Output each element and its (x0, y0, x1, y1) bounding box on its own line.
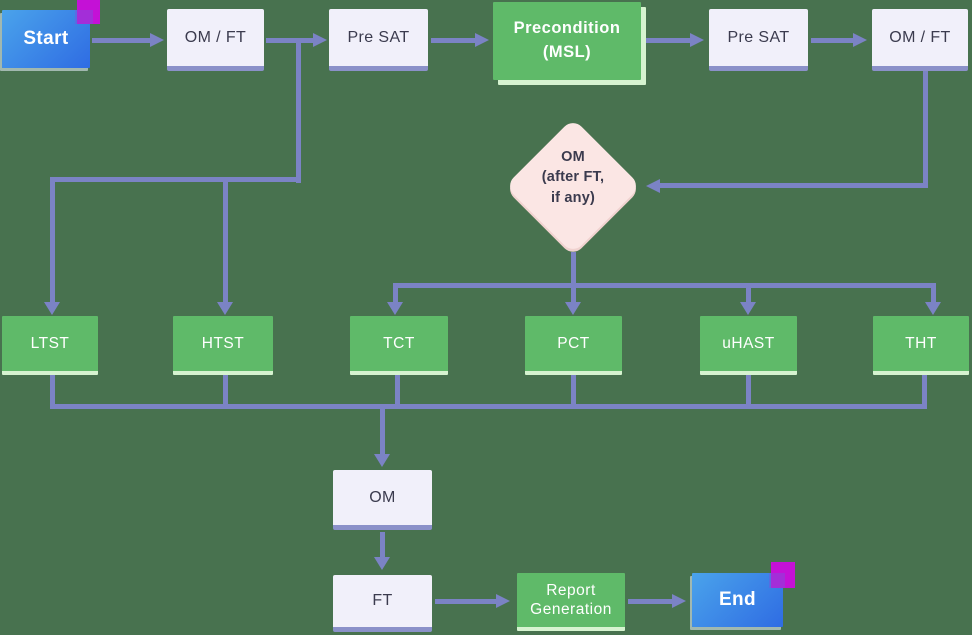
connector-omft2-down (923, 71, 928, 188)
end-accent-overlap-square (769, 573, 785, 588)
connector-omft1-to-presat1 (266, 38, 314, 43)
node-precondition: Precondition (MSL) (493, 2, 641, 80)
connector-distribution-line (393, 283, 936, 288)
node-decision-line2: (after FT, (541, 169, 605, 186)
arrowhead-to-pct (565, 302, 581, 315)
connector-collector-line (50, 404, 927, 409)
node-pre-sat-2-label: Pre SAT (727, 28, 790, 46)
node-report-line2: Generation (530, 601, 612, 618)
connector-branch-down (296, 38, 301, 183)
connector-pct-down (571, 375, 576, 407)
connector-to-uhast (746, 288, 751, 303)
arrowhead-ft-to-report (496, 594, 510, 608)
arrowhead-precondition-to-presat2 (690, 33, 704, 47)
connector-decision-down (571, 252, 576, 288)
node-ft-label: FT (372, 592, 393, 609)
node-tct: TCT (350, 316, 448, 375)
node-decision-label: OM (after FT, if any) (503, 147, 643, 208)
connector-branch-horizontal (50, 177, 301, 182)
node-pct: PCT (525, 316, 622, 375)
connector-htst-down (223, 375, 228, 407)
node-uhast-label: uHAST (722, 334, 775, 352)
connector-ltst-down (50, 375, 55, 407)
arrowhead-om-to-ft (374, 557, 390, 570)
node-start: Start (2, 10, 90, 68)
start-accent-square (77, 0, 100, 24)
node-tht: THT (873, 316, 969, 375)
arrowhead-presat1-to-precondition (475, 33, 489, 47)
connector-to-tct (393, 283, 398, 303)
node-pre-sat-2: Pre SAT (709, 9, 808, 71)
connector-to-pct (571, 288, 576, 303)
node-end-label: End (718, 589, 757, 610)
connector-report-to-end (628, 599, 673, 604)
node-om-label: OM (369, 488, 396, 506)
node-om-ft-2: OM / FT (872, 9, 968, 71)
node-ltst-label: LTST (30, 334, 70, 352)
node-precondition-line2: (MSL) (542, 43, 592, 61)
node-ft: FT (333, 575, 432, 632)
arrowhead-to-htst (217, 302, 233, 315)
arrowhead-presat2-to-omft2 (853, 33, 867, 47)
start-accent-overlap-square (75, 10, 93, 24)
node-start-label: Start (23, 28, 69, 49)
arrowhead-start-to-omft1 (150, 33, 164, 47)
arrowhead-to-om (374, 454, 390, 467)
node-report-line1: Report (546, 581, 596, 599)
node-om-ft-2-label: OM / FT (889, 28, 951, 46)
node-report-generation: Report Generation (517, 573, 625, 631)
node-om-ft-1: OM / FT (167, 9, 264, 71)
node-om-ft-1-label: OM / FT (184, 28, 247, 46)
arrowhead-to-tct (387, 302, 403, 315)
node-tht-label: THT (905, 334, 937, 352)
connector-precondition-to-presat2 (646, 38, 692, 43)
end-accent-square (771, 562, 795, 588)
connector-tht-down (922, 375, 927, 407)
arrowhead-omft1-to-presat1 (313, 33, 327, 47)
connector-omft2-to-decision (660, 183, 928, 188)
connector-presat1-to-precondition (431, 38, 477, 43)
node-htst-label: HTST (201, 334, 245, 352)
connector-to-tht (931, 283, 936, 303)
node-pct-label: PCT (557, 334, 590, 352)
connector-to-om (380, 409, 385, 455)
arrowhead-to-uhast (740, 302, 756, 315)
node-decision-line3: if any) (550, 189, 596, 206)
connector-start-to-omft1 (92, 38, 150, 43)
node-tct-label: TCT (383, 334, 415, 352)
arrowhead-to-tht (925, 302, 941, 315)
connector-om-to-ft (380, 532, 385, 558)
node-om: OM (333, 470, 432, 530)
arrowhead-report-to-end (672, 594, 686, 608)
connector-ft-to-report (435, 599, 497, 604)
connector-uhast-down (746, 375, 751, 407)
node-end: End (692, 573, 783, 627)
arrowhead-omft2-to-decision (646, 179, 660, 193)
connector-tct-down (395, 375, 400, 407)
connector-presat2-to-omft2 (811, 38, 855, 43)
connector-to-ltst (50, 177, 55, 303)
node-pre-sat-1: Pre SAT (329, 9, 428, 71)
node-decision-line1: OM (561, 149, 585, 165)
node-pre-sat-1-label: Pre SAT (347, 28, 410, 46)
node-ltst: LTST (2, 316, 98, 375)
node-htst: HTST (173, 316, 273, 375)
node-uhast: uHAST (700, 316, 797, 375)
connector-to-htst (223, 180, 228, 302)
arrowhead-to-ltst (44, 302, 60, 315)
node-precondition-line1: Precondition (513, 19, 621, 38)
